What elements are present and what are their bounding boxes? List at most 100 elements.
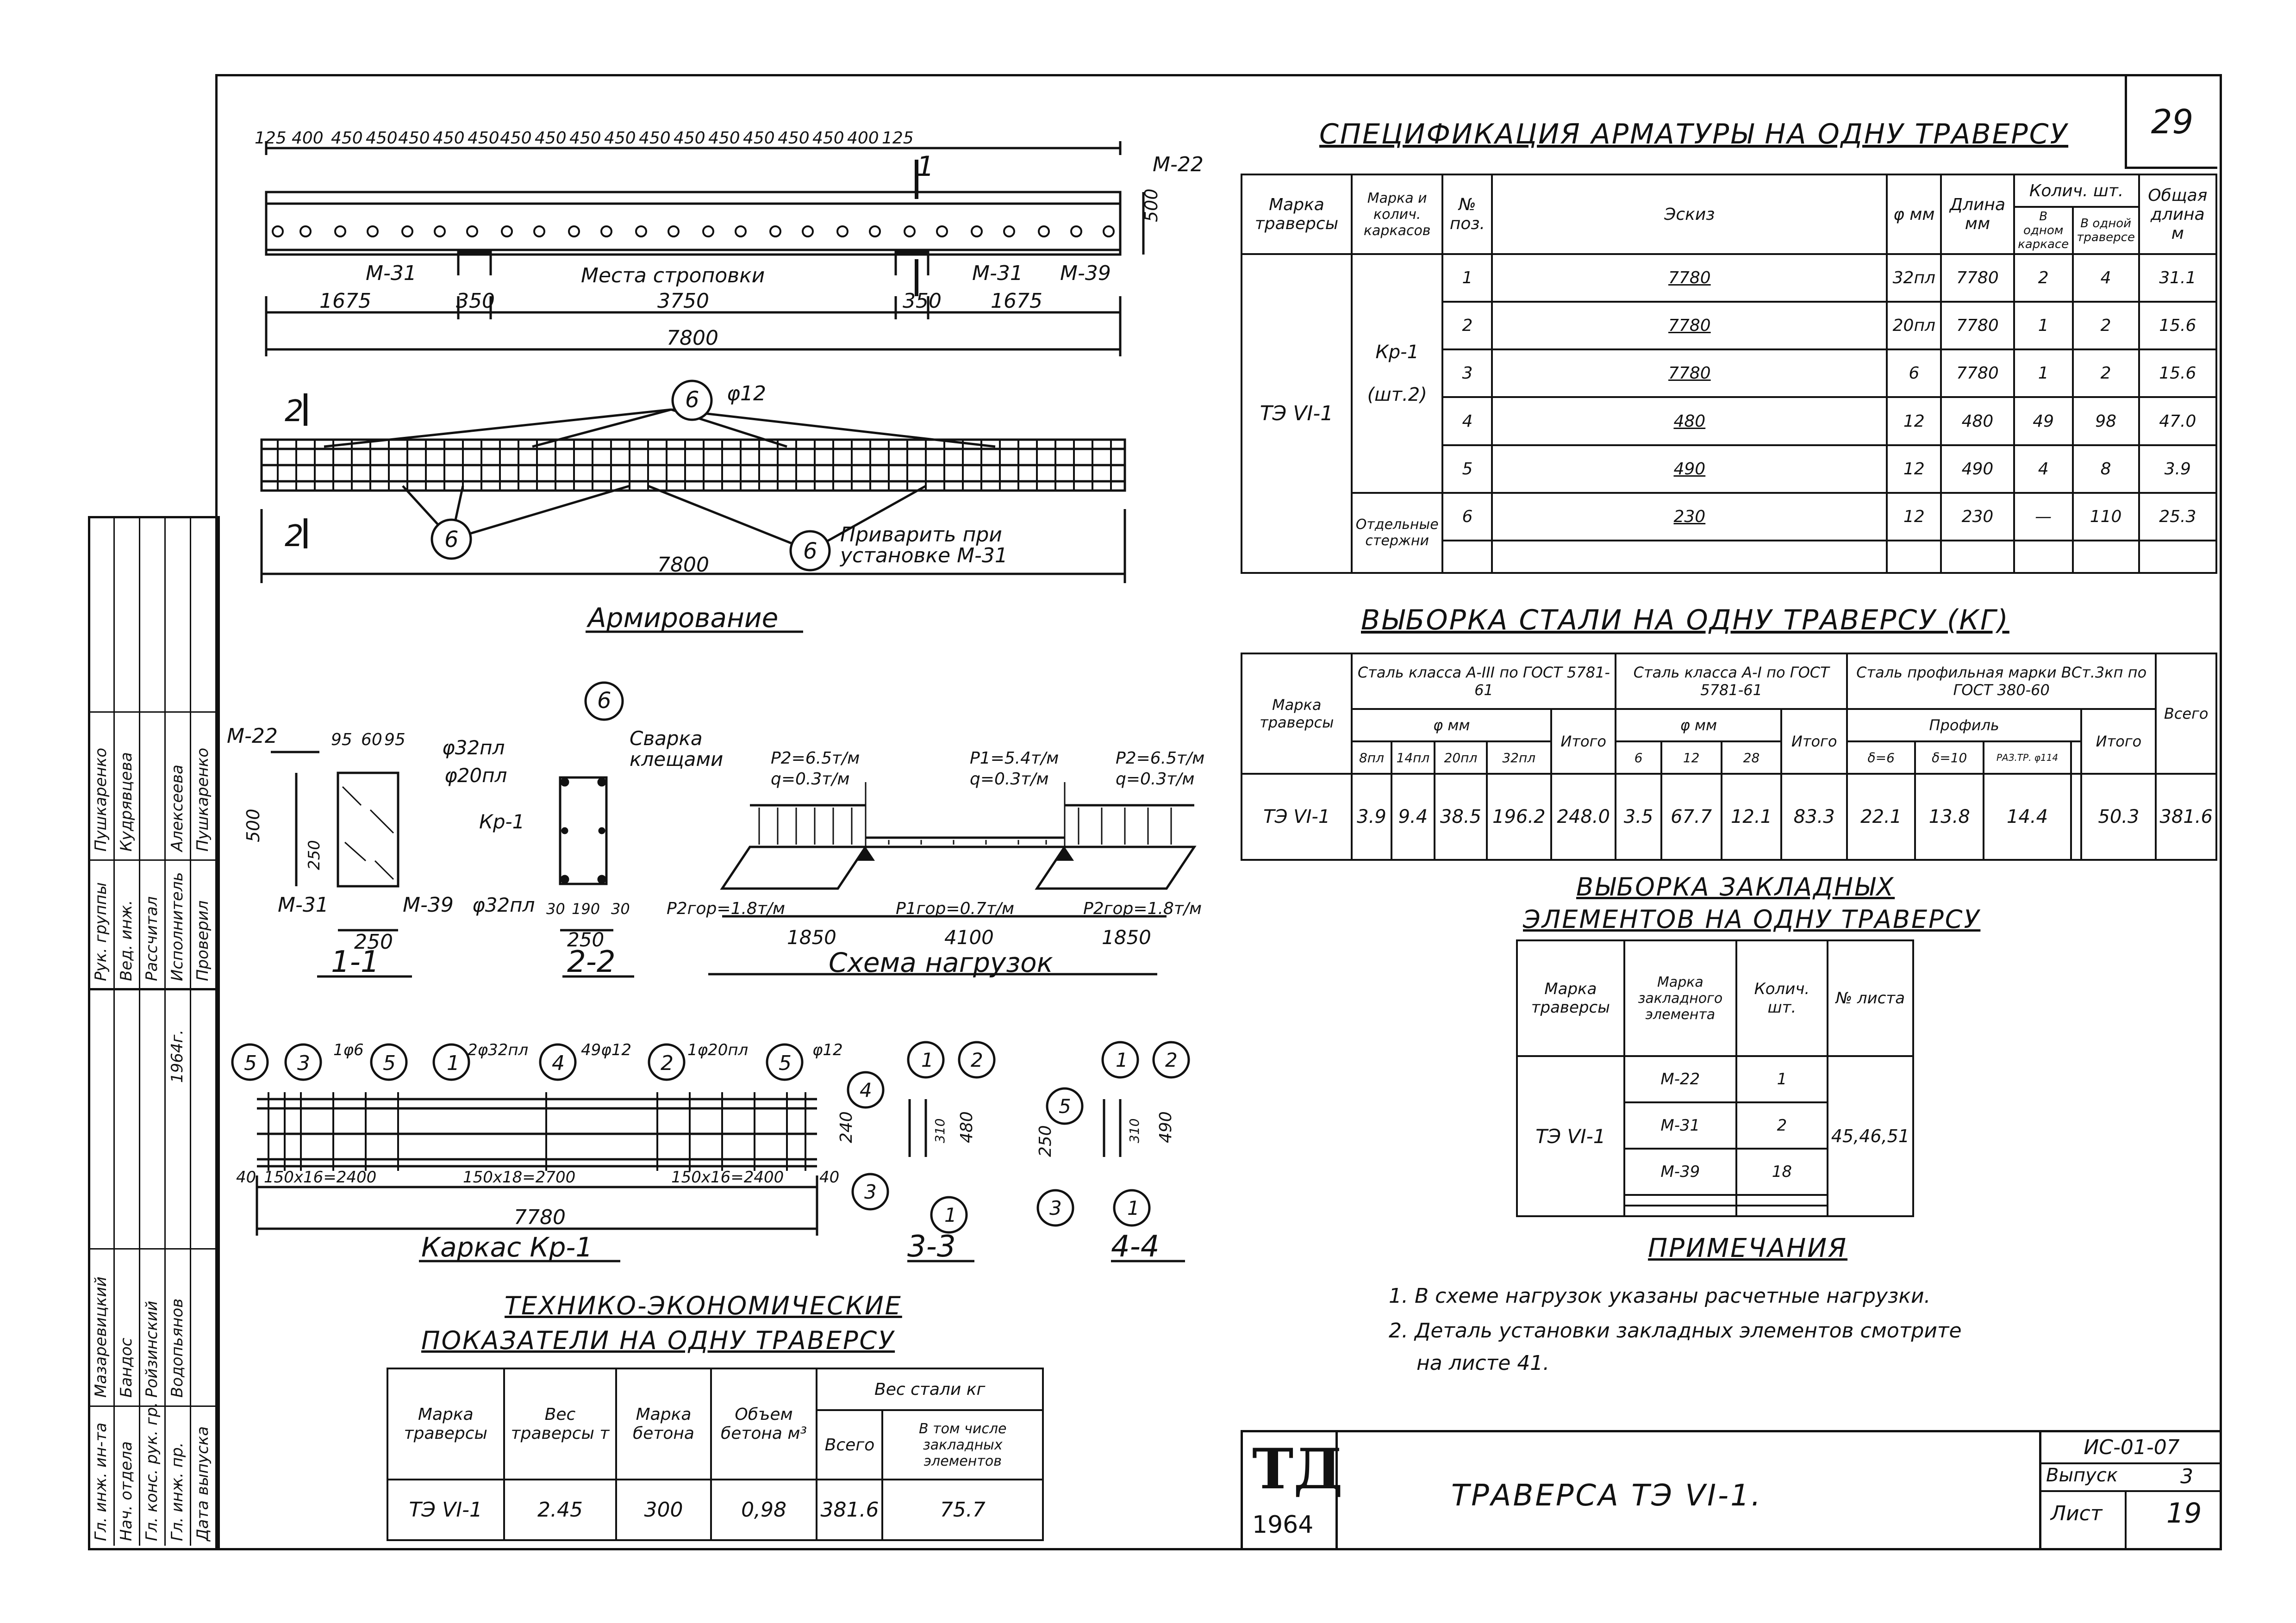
year: 1964г.	[168, 1029, 187, 1083]
dim: 250	[305, 840, 324, 870]
name: Бандос	[117, 1337, 136, 1398]
caption-sec22: 2-2	[567, 945, 616, 979]
cell: 7780	[1491, 301, 1888, 351]
pos-3: 3	[297, 1051, 310, 1075]
sig-row: Гл. конс. рук. гр. Ройзинский Рассчитал	[139, 516, 166, 1546]
pos-5: 5	[244, 1051, 257, 1075]
tech-title-1: Технико-экономические	[505, 1291, 902, 1320]
load-q-right: q=0.3т/м	[1116, 770, 1195, 789]
cell: ТЭ VI-1	[1240, 773, 1353, 861]
th: Колич. шт.	[1735, 939, 1828, 1057]
th: Марка и колич. каркасов	[1350, 174, 1444, 255]
caption-sec11: 1-1	[331, 945, 380, 979]
note-2: 2. Деталь установки закладных элементов …	[1389, 1319, 1962, 1343]
pos-2: 2	[971, 1049, 983, 1071]
emb-title-1: Выборка закладных	[1576, 872, 1895, 902]
emb-mark: ТЭ VI-1	[1516, 1055, 1625, 1217]
cell: 0,98	[710, 1479, 818, 1541]
th: φ мм	[1351, 708, 1552, 742]
load-q-mid: q=0.3т/м	[970, 770, 1049, 789]
th: Итого	[2080, 708, 2157, 775]
top-dim: 450	[674, 129, 705, 148]
th: Сталь профильная марки ВСт.3кп по ГОСТ 3…	[1846, 653, 2157, 710]
left-stamp-frame	[88, 516, 220, 1550]
label-phi20: φ20пл	[444, 764, 507, 787]
cell: 2	[2071, 301, 2140, 351]
top-dim: 450	[812, 129, 844, 148]
role: Нач. отдела	[117, 1441, 136, 1541]
sheet-divider	[2125, 1490, 2127, 1548]
top-dim: 450	[331, 129, 363, 148]
cell: 196.2	[1485, 773, 1552, 861]
sig-row: Гл. инж. ин-та Мазаревицкий Рук. группы …	[88, 516, 115, 1546]
cell: 15.6	[2138, 301, 2218, 351]
th: φ мм	[1615, 708, 1783, 742]
top-dim: 125	[255, 129, 287, 148]
dim: 40	[236, 1168, 256, 1187]
sheet-frame	[215, 74, 2222, 1550]
label-m39: М-39	[403, 893, 454, 917]
cell: 32пл	[1886, 253, 1942, 303]
pos-4: 4	[552, 1051, 565, 1075]
cell: 15.6	[2138, 348, 2218, 398]
cell: 2	[1735, 1101, 1828, 1150]
cell: 381.6	[816, 1479, 884, 1541]
cell: 7780	[1940, 253, 2015, 303]
th: Марка траверсы	[1240, 653, 1353, 775]
issue-label: Выпуск	[2046, 1465, 2118, 1486]
frame-qty: (шт.2)	[1367, 384, 1427, 405]
th-mark: Марка траверсы	[387, 1368, 505, 1480]
weld-note-1: Приварить при	[840, 523, 1002, 547]
th: φ мм	[1886, 174, 1942, 255]
cell: 2.45	[503, 1479, 618, 1541]
top-dim: 400	[292, 129, 324, 148]
steel-table: Марка траверсы Сталь класса А-III по ГОС…	[1240, 653, 2217, 861]
cell: 7780	[1940, 301, 2015, 351]
cell: 38.5	[1434, 773, 1488, 861]
th: Сталь класса А-I по ГОСТ 5781-61	[1615, 653, 1848, 710]
pos-6: 6	[597, 688, 611, 714]
cell: 49	[2013, 396, 2074, 446]
th: Марка закладного элемента	[1623, 939, 1738, 1057]
role: Гл. конс. рук. гр.	[143, 1402, 161, 1541]
top-dim: 125	[882, 129, 914, 148]
role: Дата выпуска	[193, 1426, 212, 1541]
th: Всего	[2155, 653, 2217, 775]
label-m31: М-31	[366, 261, 417, 285]
cell: 47.0	[2138, 396, 2218, 446]
caption-sec44: 4-4	[1111, 1230, 1160, 1264]
section-1-mark: 1	[917, 150, 934, 183]
tech-title-2: показатели на одну траверсу	[421, 1326, 895, 1355]
dim: 60	[361, 730, 382, 749]
label-m31-right: М-31	[972, 261, 1023, 285]
dim-7800: 7800	[667, 326, 718, 350]
dim: 490	[1156, 1111, 1175, 1143]
load-q-left: q=0.3т/м	[771, 770, 850, 789]
name: Ройзинский	[143, 1300, 161, 1398]
th-volume: Объем бетона м³	[710, 1368, 818, 1480]
dim-7780: 7780	[514, 1206, 566, 1229]
th: № листа	[1826, 939, 1915, 1057]
cell: 20пл	[1886, 301, 1942, 351]
th: δ=10	[1914, 740, 1985, 775]
sheet-label: Лист	[2051, 1502, 2103, 1525]
load-p1hor: P1гор=0.7т/м	[896, 899, 1014, 918]
th: № поз.	[1441, 174, 1493, 255]
label-m39: М-39	[1060, 261, 1111, 285]
th: δ=6	[1846, 740, 1916, 775]
caption-reinforcement: Армирование	[586, 602, 778, 634]
sheet-number: 29	[2125, 76, 2217, 169]
th: 8пл	[1351, 740, 1392, 775]
top-dim: 400	[847, 129, 879, 148]
top-dim: 450	[569, 129, 601, 148]
cell: 25.3	[2138, 491, 2218, 542]
dim-7800-plan: 7800	[657, 553, 709, 577]
th: Длина мм	[1940, 174, 2015, 255]
dim: 480	[957, 1111, 976, 1143]
cell: 300	[615, 1479, 712, 1541]
reinforcement-drawing: 125 400 450 450 450 450 450 450 450 450 …	[227, 129, 1204, 1264]
cell: 13.8	[1914, 773, 1985, 861]
name: Пушкаренко	[193, 747, 212, 852]
steel-title: Выборка стали на одну траверсу (кг)	[1361, 604, 2009, 636]
